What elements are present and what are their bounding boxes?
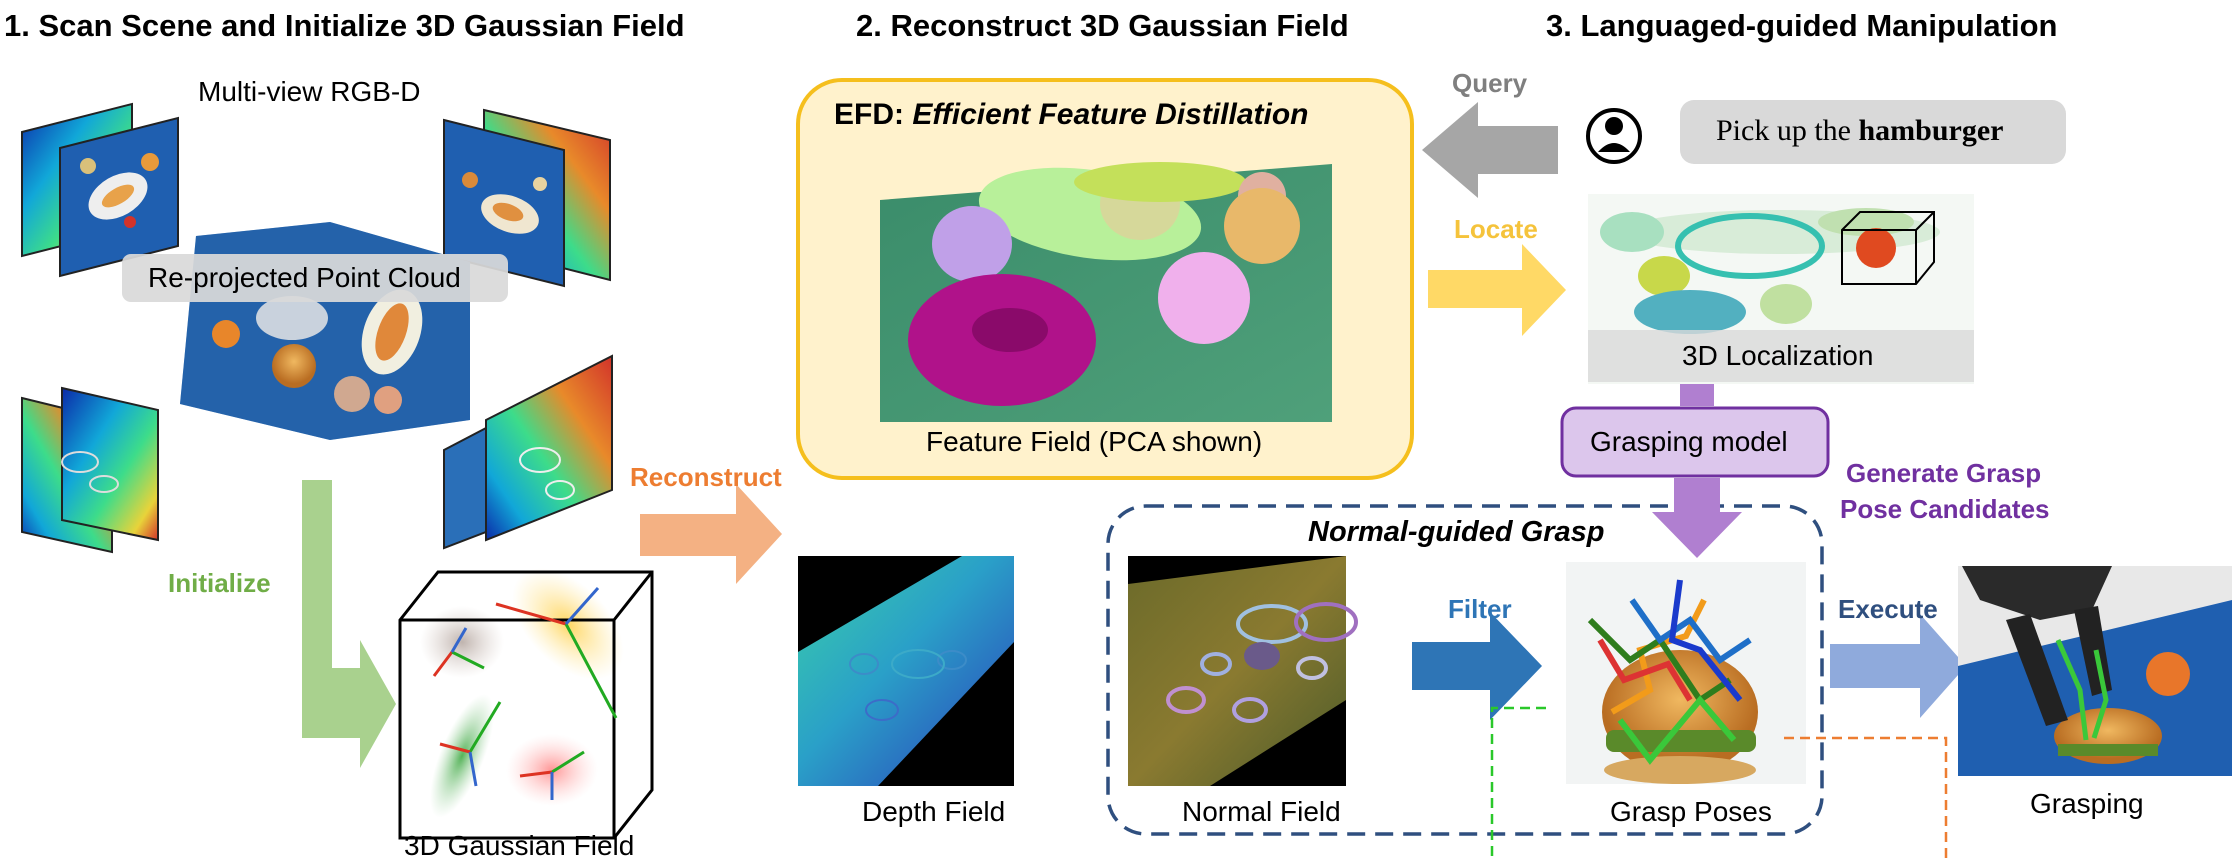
- locate-label: Locate: [1454, 214, 1538, 244]
- localization-image: [1588, 194, 1974, 384]
- multiview-label: Multi-view RGB-D: [198, 76, 421, 107]
- generate-arrow: [1652, 478, 1742, 558]
- execute-label: Execute: [1838, 594, 1938, 624]
- rgbd-frame-bottom-left: [21, 386, 159, 554]
- normal-field-label: Normal Field: [1182, 796, 1341, 827]
- normal-guided-label: Normal-guided Grasp: [1308, 516, 1605, 548]
- query-arrow: [1422, 102, 1558, 198]
- query-label: Query: [1452, 68, 1528, 98]
- instruction-bubble: [1680, 100, 2066, 164]
- localization-banner: [1588, 330, 1974, 382]
- reconstruct-arrow: [640, 484, 782, 584]
- section-title-3: 3. Languaged-guided Manipulation: [1546, 8, 2058, 43]
- localization-label: 3D Localization: [1682, 340, 1874, 371]
- user-avatar-icon: [1586, 108, 1642, 164]
- generate-label-line1: Generate Grasp: [1846, 458, 2042, 488]
- filter-label: Filter: [1448, 594, 1512, 624]
- locate-arrow: [1428, 244, 1566, 336]
- section-title-1: 1. Scan Scene and Initialize 3D Gaussian…: [4, 8, 685, 43]
- normal-guided-box: [1106, 504, 1824, 836]
- grasping-model-label: Grasping model: [1590, 426, 1788, 457]
- rgbd-frame-top-left: [21, 102, 179, 278]
- gaussian-field-cube: [398, 568, 654, 840]
- grasping-model-box: [1560, 406, 1830, 478]
- generate-label-line2: Pose Candidates: [1840, 494, 2050, 524]
- feature-field-label: Feature Field (PCA shown): [926, 426, 1263, 457]
- instruction-text: Pick up the hamburger: [1716, 114, 2004, 147]
- rgbd-frame-top-right: [443, 108, 611, 288]
- gaussian-field-label: 3D Gaussian Field: [404, 830, 635, 861]
- reprojected-label: Re-projected Point Cloud: [148, 262, 461, 293]
- efd-title: EFD: Efficient Feature Distillation: [834, 98, 1309, 131]
- initialize-label: Initialize: [168, 568, 271, 598]
- depth-field-image: [798, 556, 1014, 786]
- reprojected-banner: [122, 254, 508, 302]
- rgbd-frame-bottom-right: [443, 354, 613, 550]
- feature-field-image: [880, 162, 1332, 422]
- reconstruct-label: Reconstruct: [630, 462, 782, 492]
- section-title-2: 2. Reconstruct 3D Gaussian Field: [856, 8, 1349, 43]
- orange-dashed-connector: [1784, 736, 1948, 862]
- normal-field-image: [1128, 556, 1358, 786]
- depth-field-label: Depth Field: [862, 796, 1006, 827]
- execute-arrow: [1830, 614, 1966, 718]
- grasp-poses-image: [1566, 562, 1806, 784]
- green-dashed-connector: [1490, 706, 1546, 862]
- filter-arrow: [1412, 612, 1542, 720]
- grasping-image: [1958, 566, 2232, 776]
- initialize-arrow: [302, 480, 396, 768]
- grasping-label: Grasping: [2030, 788, 2144, 819]
- grasp-poses-label: Grasp Poses: [1610, 796, 1772, 827]
